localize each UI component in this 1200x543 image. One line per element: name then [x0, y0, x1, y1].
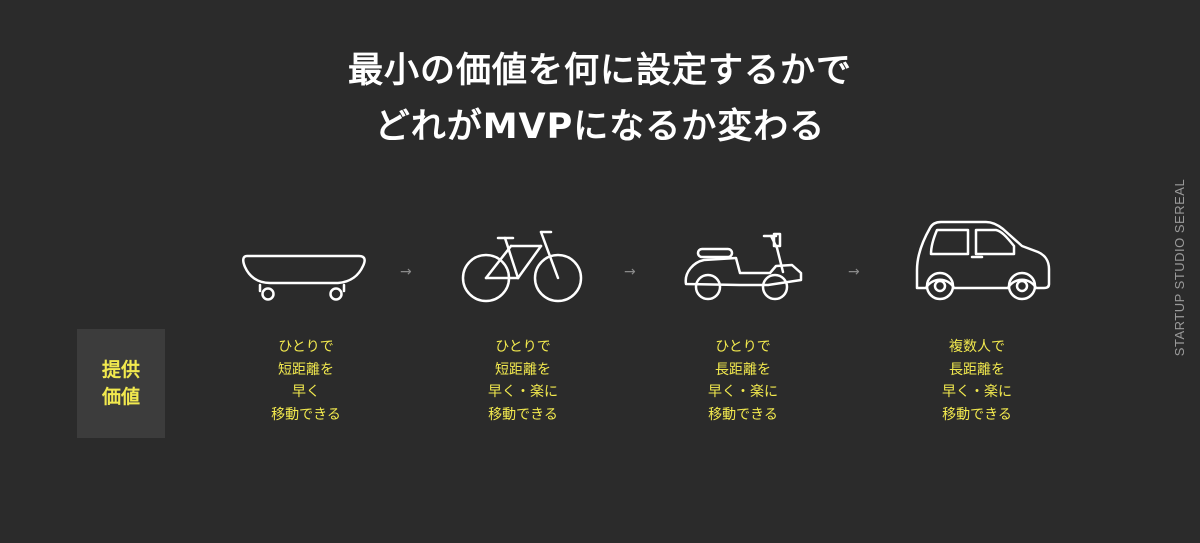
stage-1-line-1: ひとりで [278, 339, 334, 355]
page-title-line-2: どれがMVPになるか変わる [374, 107, 826, 147]
stage-3-line-2: 長距離を [715, 361, 771, 378]
stage-3-line-3: 早く・楽に [708, 384, 778, 400]
stage-1-line-3: 早く [292, 384, 320, 400]
stage-2-line-3: 早く・楽に [488, 384, 558, 400]
stage-3-description: ひとりで 長距離を 早く・楽に 移動できる [663, 336, 823, 426]
stage-1-line-2: 短距離を [278, 361, 334, 378]
skateboard-icon [240, 248, 368, 304]
arrow-3: → [848, 264, 860, 280]
value-label-line-2: 価値 [101, 385, 140, 408]
bicycle-icon [458, 226, 586, 306]
car-icon [910, 218, 1054, 304]
stage-4-line-1: 複数人で [949, 339, 1005, 355]
page-title-line-1: 最小の価値を何に設定するかで [347, 51, 852, 91]
side-label-text: STARTUP STUDIO SEREAL [1172, 178, 1188, 356]
stage-4-description: 複数人で 長距離を 早く・楽に 移動できる [897, 336, 1057, 426]
stage-1-description: ひとりで 短距離を 早く 移動できる [226, 336, 386, 426]
stage-4-line-3: 早く・楽に [942, 384, 1012, 400]
stage-2-line-4: 移動できる [488, 406, 558, 423]
stage-2-line-2: 短距離を [495, 361, 551, 378]
stage-3-line-1: ひとりで [715, 339, 771, 355]
value-label-box: 提供 価値 [77, 329, 165, 438]
arrow-1: → [400, 264, 412, 280]
stage-4-line-2: 長距離を [949, 361, 1005, 378]
value-label-line-1: 提供 [101, 358, 140, 381]
scooter-icon [680, 228, 808, 304]
stage-3-line-4: 移動できる [708, 406, 778, 423]
side-label: STARTUP STUDIO SEREAL [1162, 172, 1198, 362]
stage-2-line-1: ひとりで [495, 339, 551, 355]
arrow-2: → [624, 264, 636, 280]
stage-2-description: ひとりで 短距離を 早く・楽に 移動できる [443, 336, 603, 426]
stage-4-line-4: 移動できる [942, 406, 1012, 423]
stage-1-line-4: 移動できる [271, 406, 341, 423]
